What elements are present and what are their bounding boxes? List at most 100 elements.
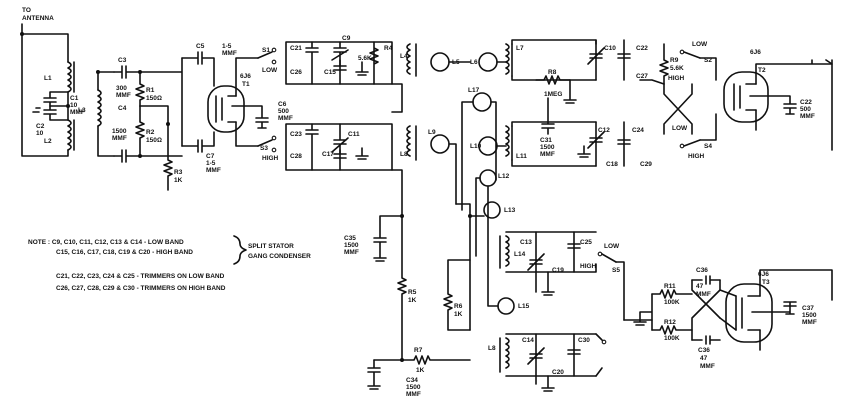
label-c36u: MMF [700,363,715,370]
label-l4: L4 [400,53,408,60]
label-c22: C22 [636,45,648,52]
resistor-R12: R12 100K [651,319,693,342]
label-r1: R1 [146,87,155,94]
coil-L12: L12 [479,169,510,187]
label-c4: C4 [118,105,127,112]
label-l13: L13 [504,207,516,214]
label-c37u: MMF [802,319,817,326]
capacitor-C4: C4 1500 MMF [112,105,141,163]
label-c24: C24 [632,127,644,134]
capacitor-C35: C35 1500 MMF [344,215,403,262]
coil-L6: L6 [470,52,498,72]
tube-T3: 6J6 T3 [725,271,773,343]
tuned-circuit-lower-3: C13 C25 C19 HIGH [520,231,597,296]
label-c22bv: 500 [800,106,811,113]
label-c35: C35 [344,235,356,242]
label-high: HIGH [262,155,279,162]
resistor-R5: R5 1K [397,215,417,361]
label-c7: C7 [206,153,215,160]
label-c17: C17 [322,151,334,158]
coil-L17: L17 [468,87,492,112]
label-high: HIGH [688,153,705,160]
label-c2: C2 [36,123,45,130]
label-c12: C12 [598,127,610,134]
label-l6: L6 [470,59,478,66]
coil-L15: L15 [497,297,530,315]
coil-L10: L10 [470,136,498,156]
label-l2: L2 [44,138,52,145]
label-r8v: 1MEG [544,91,562,98]
label-r5: R5 [408,289,417,296]
note-line-4: C26, C27, C28, C29 & C30 - TRIMMERS ON H… [56,285,226,292]
label-c36v: 47 [696,283,704,290]
label-c23: C23 [290,131,302,138]
label-r8: R8 [548,69,557,76]
label-c1u: MMF [70,109,85,116]
coil-L7: L7 [505,43,524,77]
coil-L9: L9 [428,129,450,154]
capacitor-C3: C3 300 MMF [113,57,141,99]
label-c2v: 10 [36,130,44,137]
note-gang-condenser: GANG CONDENSER [248,253,311,260]
label-r12: R12 [664,319,676,326]
label-c20: C20 [552,369,564,376]
label-c3v: 300 [116,85,127,92]
label-c36u: MMF [696,291,711,298]
coil-L2: L2 [44,119,75,151]
label-r11: R11 [664,283,676,290]
note-block: NOTE : C9, C10, C11, C12, C13 & C14 - LO… [28,235,311,292]
label-c31: C31 [540,137,552,144]
label-r4: R4 [384,45,393,52]
coil-L11: L11 [505,125,527,161]
label-l10: L10 [470,143,482,150]
label-s5: S5 [612,267,620,274]
switch-S4: LOW S4 HIGH [672,125,712,160]
label-c18: C18 [606,161,618,168]
coil-L8-upper: L8 [400,125,417,161]
label-c11: C11 [348,131,360,138]
switch-S1: S1 LOW [257,47,278,74]
label-c7v: 1-5 [206,160,216,167]
label-c7u: MMF [206,167,221,174]
tuned-circuit-upper-2: C10 C22 C27 [587,39,648,81]
label-c37v: 1500 [802,312,817,319]
label-r3: R3 [174,169,183,176]
label-t3a: 6J6 [758,271,769,278]
resistor-R11: R11 100K [651,283,693,306]
label-high: HIGH [668,75,685,82]
label-l15: L15 [518,303,530,310]
coil-L14: L14 [499,235,526,269]
label-c10: C10 [604,45,616,52]
tuned-circuit-lower-4: C14 C30 C20 [522,333,590,392]
label-r12v: 100K [664,335,680,342]
coil-L3: L3 [78,70,115,157]
label-c30: C30 [578,337,590,344]
label-s3: S3 [260,145,268,152]
tuned-circuit-lower-1: C23 C11 C17 C28 [285,123,393,171]
label-l12: L12 [498,173,510,180]
label-c34: C34 [406,377,418,384]
label-c34v: 1500 [406,384,421,391]
label-c3: C3 [118,57,127,64]
label-c13: C13 [520,239,532,246]
label-low: LOW [692,41,708,48]
label-c4v: 1500 [112,128,127,135]
label-r6v: 1K [454,311,463,318]
label-c36: C36 [696,267,708,274]
label-c31u: MMF [540,151,555,158]
label-c6v: 500 [278,108,289,115]
label-c5u: MMF [222,50,237,57]
label-c35u: MMF [344,249,359,256]
coil-L4: L4 [400,43,417,77]
label-r7v: 1K [416,367,425,374]
label-c36v: 47 [700,355,708,362]
label-c35v: 1500 [344,242,359,249]
tuned-circuit-lower-2: C12 C24 C18 C29 [577,121,652,168]
note-split-stator: SPLIT STATOR [248,243,294,250]
note-line-3: C21, C22, C23, C24 & C25 - TRIMMERS ON L… [56,273,225,280]
label-c15: C15 [324,69,336,76]
label-c19: C19 [552,267,564,274]
capacitor-C34: C34 1500 MMF [367,359,421,398]
